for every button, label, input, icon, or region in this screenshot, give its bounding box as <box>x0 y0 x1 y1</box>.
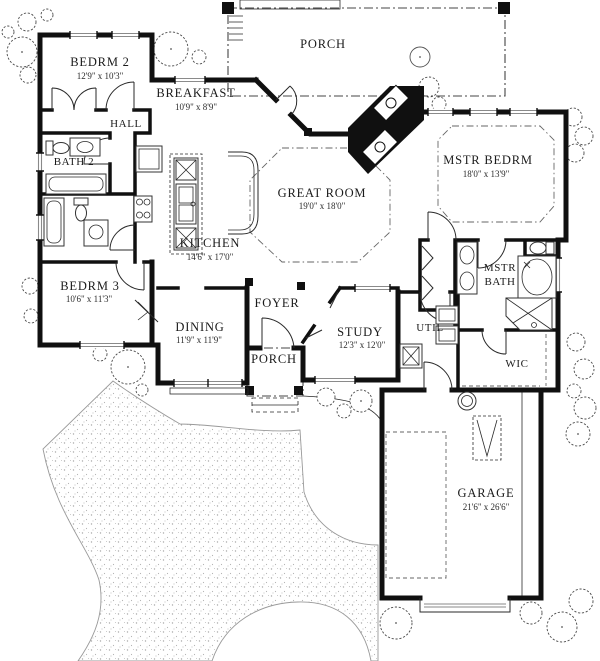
room-label-mstr-bath-1: MSTR <box>484 262 516 274</box>
bar-counter <box>228 151 259 235</box>
window <box>69 31 538 387</box>
room-label-wic: WIC <box>505 358 528 370</box>
bifold-door <box>137 301 149 321</box>
room-dims-study: 12'3" x 12'0" <box>339 340 386 350</box>
columns <box>245 128 356 290</box>
refrigerator <box>135 145 163 173</box>
tree <box>1 8 597 643</box>
bedrm2-double-door <box>51 87 75 111</box>
fireplace-niche <box>372 84 410 122</box>
garage-storage-dashed <box>385 431 447 579</box>
rear-porch <box>222 0 510 97</box>
room-dims-kitchen: 14'6" x 17'0" <box>187 252 234 262</box>
washer-dryer <box>435 305 459 345</box>
bay-window-sill <box>169 387 249 395</box>
mstr-bedrm-ceiling <box>437 125 555 223</box>
room-label-util: UTIL <box>416 322 443 334</box>
room-dims-dining: 11'9" x 11'9" <box>176 335 222 345</box>
room-label-foyer: FOYER <box>255 296 300 310</box>
room-label-garage: GARAGE <box>458 486 515 500</box>
fixtures <box>43 137 557 613</box>
closet-bifold-doors <box>421 245 434 301</box>
bath2-sink <box>69 137 101 157</box>
attic-access <box>472 415 502 461</box>
garage-door <box>419 598 511 613</box>
util-sink <box>399 343 423 369</box>
porch-post <box>498 2 510 14</box>
fireplace <box>348 84 424 174</box>
windows <box>36 31 562 395</box>
room-dims-breakfast: 10'9" x 8'9" <box>175 102 217 112</box>
bedrm3-door <box>115 261 145 291</box>
toilet <box>45 140 70 156</box>
bath3-door <box>109 224 136 251</box>
room-label-bath2: BATH 2 <box>54 156 95 168</box>
bath3-sink <box>83 219 109 247</box>
porch-steps <box>229 15 243 41</box>
room-label-dining: DINING <box>175 320 224 334</box>
porch-post <box>222 2 234 14</box>
interior-walls <box>38 108 568 392</box>
porch-stoop <box>239 0 341 10</box>
room-dims-bedrm2: 12'9" x 10'3" <box>77 71 124 81</box>
shower <box>505 297 553 331</box>
room-dims-mstr-bedrm: 18'0" x 13'9" <box>463 169 510 179</box>
room-dims-great-room: 19'0" x 18'0" <box>299 201 346 211</box>
window <box>36 152 562 293</box>
room-label-porch-top: PORCH <box>300 37 346 51</box>
doors <box>51 81 507 391</box>
fireplace-niche <box>361 128 399 166</box>
wic-door <box>481 329 507 355</box>
driveway <box>42 380 383 661</box>
room-label-porch-front: PORCH <box>251 352 297 366</box>
room-label-breakfast: BREAKFAST <box>156 86 235 100</box>
front-door <box>261 317 295 349</box>
room-dims-garage: 21'6" x 26'6" <box>463 502 510 512</box>
bathtub <box>45 173 107 195</box>
wic-shelving <box>462 334 547 387</box>
mstr-vanity <box>456 241 478 295</box>
room-label-hall: HALL <box>110 118 142 130</box>
kitchen-island <box>169 153 203 255</box>
bedrm2-door <box>105 81 135 111</box>
room-label-bedrm2: BEDRM 2 <box>70 55 129 69</box>
toilet <box>529 241 555 255</box>
range <box>133 195 153 223</box>
garden-tub <box>517 255 557 299</box>
toilet <box>73 197 89 222</box>
room-label-mstr-bath-2: BATH <box>484 276 515 288</box>
mstr-bath-door <box>477 239 507 269</box>
mstr-bedrm-door <box>427 211 457 241</box>
porch-post <box>294 386 303 395</box>
water-heater <box>457 391 477 411</box>
bathtub <box>43 197 65 247</box>
room-label-great-room: GREAT ROOM <box>278 186 367 200</box>
room-label-study: STUDY <box>337 325 383 339</box>
room-dims-bedrm3: 10'6" x 11'3" <box>66 294 113 304</box>
porch-post <box>245 386 254 395</box>
study-french-doors <box>305 291 339 339</box>
util-garage-door <box>423 361 453 391</box>
breakfast-patio-door <box>275 85 298 116</box>
landscaping <box>1 8 597 643</box>
room-label-mstr-bedrm: MSTR BEDRM <box>443 153 533 167</box>
room-labels: PORCH BEDRM 2 12'9" x 10'3" BREAKFAST 10… <box>54 37 533 512</box>
room-label-kitchen: KITCHEN <box>180 236 240 250</box>
room-label-bedrm3: BEDRM 3 <box>60 279 119 293</box>
